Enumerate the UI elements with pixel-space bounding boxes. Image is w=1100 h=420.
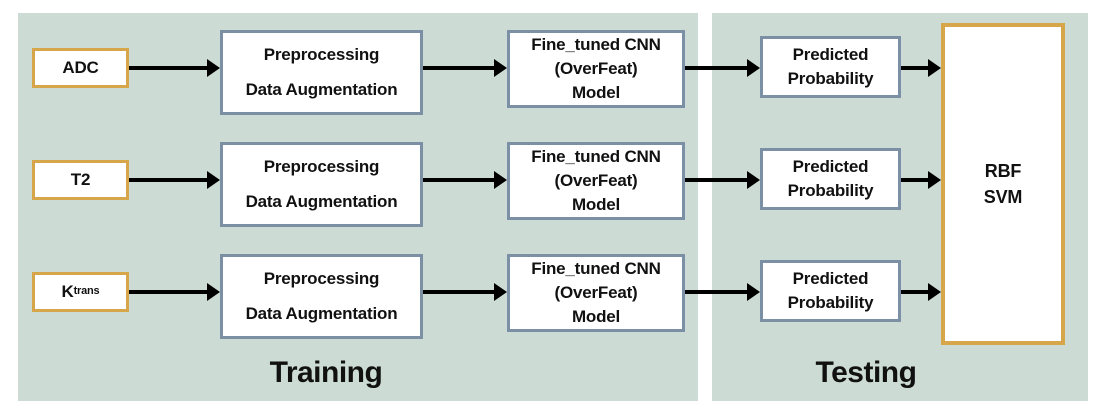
cnn-line2: (OverFeat) [554, 59, 638, 78]
arrow-ktrans-to-preprocessing [129, 283, 220, 301]
arrowhead-icon [494, 59, 507, 77]
arrow-shaft [685, 290, 749, 294]
predicted-probability-box-3: Predicted Probability [760, 260, 901, 322]
preprocessing-line2: Data Augmentation [245, 80, 398, 99]
arrow-cnn-to-predicted [685, 283, 760, 301]
training-section-label: Training [269, 356, 383, 389]
arrow-shaft [129, 178, 209, 182]
preprocessing-box-1: Preprocessing Data Augmentation [220, 30, 423, 115]
arrow-shaft [901, 66, 930, 70]
preprocessing-line2: Data Augmentation [245, 304, 398, 323]
arrowhead-icon [747, 59, 760, 77]
predicted-line2: Probability [787, 181, 874, 200]
arrowhead-icon [207, 171, 220, 189]
arrow-shaft [685, 178, 749, 182]
preprocessing-box-2: Preprocessing Data Augmentation [220, 142, 423, 227]
arrowhead-icon [747, 283, 760, 301]
arrow-preprocessing-to-cnn [423, 283, 507, 301]
arrow-shaft [129, 290, 209, 294]
arrow-shaft [901, 290, 930, 294]
cnn-line2: (OverFeat) [554, 283, 638, 302]
predicted-probability-box-2: Predicted Probability [760, 148, 901, 210]
arrowhead-icon [928, 171, 941, 189]
preprocessing-line1: Preprocessing [263, 157, 380, 176]
predicted-line2: Probability [787, 293, 874, 312]
arrow-shaft [423, 290, 496, 294]
testing-section-label: Testing [815, 356, 917, 389]
arrowhead-icon [207, 283, 220, 301]
preprocessing-line2: Data Augmentation [245, 192, 398, 211]
arrow-adc-to-preprocessing [129, 59, 220, 77]
preprocessing-line1: Preprocessing [263, 269, 380, 288]
arrowhead-icon [494, 171, 507, 189]
cnn-line1: Fine_tuned CNN [531, 35, 661, 54]
arrow-shaft [423, 66, 496, 70]
rbf-svm-box: RBF SVM [941, 23, 1065, 345]
svm-line1: RBF [984, 161, 1022, 181]
predicted-probability-box-1: Predicted Probability [760, 36, 901, 98]
input-label-ktrans: K [61, 282, 74, 301]
arrowhead-icon [494, 283, 507, 301]
arrowhead-icon [928, 59, 941, 77]
arrow-preprocessing-to-cnn [423, 59, 507, 77]
preprocessing-box-3: Preprocessing Data Augmentation [220, 254, 423, 339]
cnn-line3: Model [571, 83, 621, 102]
cnn-model-box-2: Fine_tuned CNN (OverFeat) Model [507, 142, 685, 220]
input-label-t2: T2 [70, 170, 91, 189]
arrow-predicted-to-svm [901, 59, 941, 77]
arrow-cnn-to-predicted [685, 171, 760, 189]
arrowhead-icon [747, 171, 760, 189]
preprocessing-line1: Preprocessing [263, 45, 380, 64]
arrow-cnn-to-predicted [685, 59, 760, 77]
predicted-line1: Predicted [792, 45, 869, 64]
cnn-line3: Model [571, 307, 621, 326]
arrowhead-icon [207, 59, 220, 77]
arrow-shaft [901, 178, 930, 182]
cnn-line2: (OverFeat) [554, 171, 638, 190]
svm-line2: SVM [983, 187, 1023, 207]
cnn-line1: Fine_tuned CNN [531, 259, 661, 278]
input-box-adc: ADC [32, 48, 129, 88]
arrow-predicted-to-svm [901, 171, 941, 189]
input-label-adc: ADC [62, 58, 99, 77]
input-sup-ktrans: trans [73, 285, 100, 297]
predicted-line1: Predicted [792, 269, 869, 288]
arrow-shaft [685, 66, 749, 70]
arrowhead-icon [928, 283, 941, 301]
cnn-model-box-1: Fine_tuned CNN (OverFeat) Model [507, 30, 685, 108]
cnn-line3: Model [571, 195, 621, 214]
arrow-preprocessing-to-cnn [423, 171, 507, 189]
predicted-line1: Predicted [792, 157, 869, 176]
arrow-shaft [129, 66, 209, 70]
cnn-line1: Fine_tuned CNN [531, 147, 661, 166]
arrow-t2-to-preprocessing [129, 171, 220, 189]
arrow-predicted-to-svm [901, 283, 941, 301]
predicted-line2: Probability [787, 69, 874, 88]
arrow-shaft [423, 178, 496, 182]
input-box-t2: T2 [32, 160, 129, 200]
cnn-model-box-3: Fine_tuned CNN (OverFeat) Model [507, 254, 685, 332]
